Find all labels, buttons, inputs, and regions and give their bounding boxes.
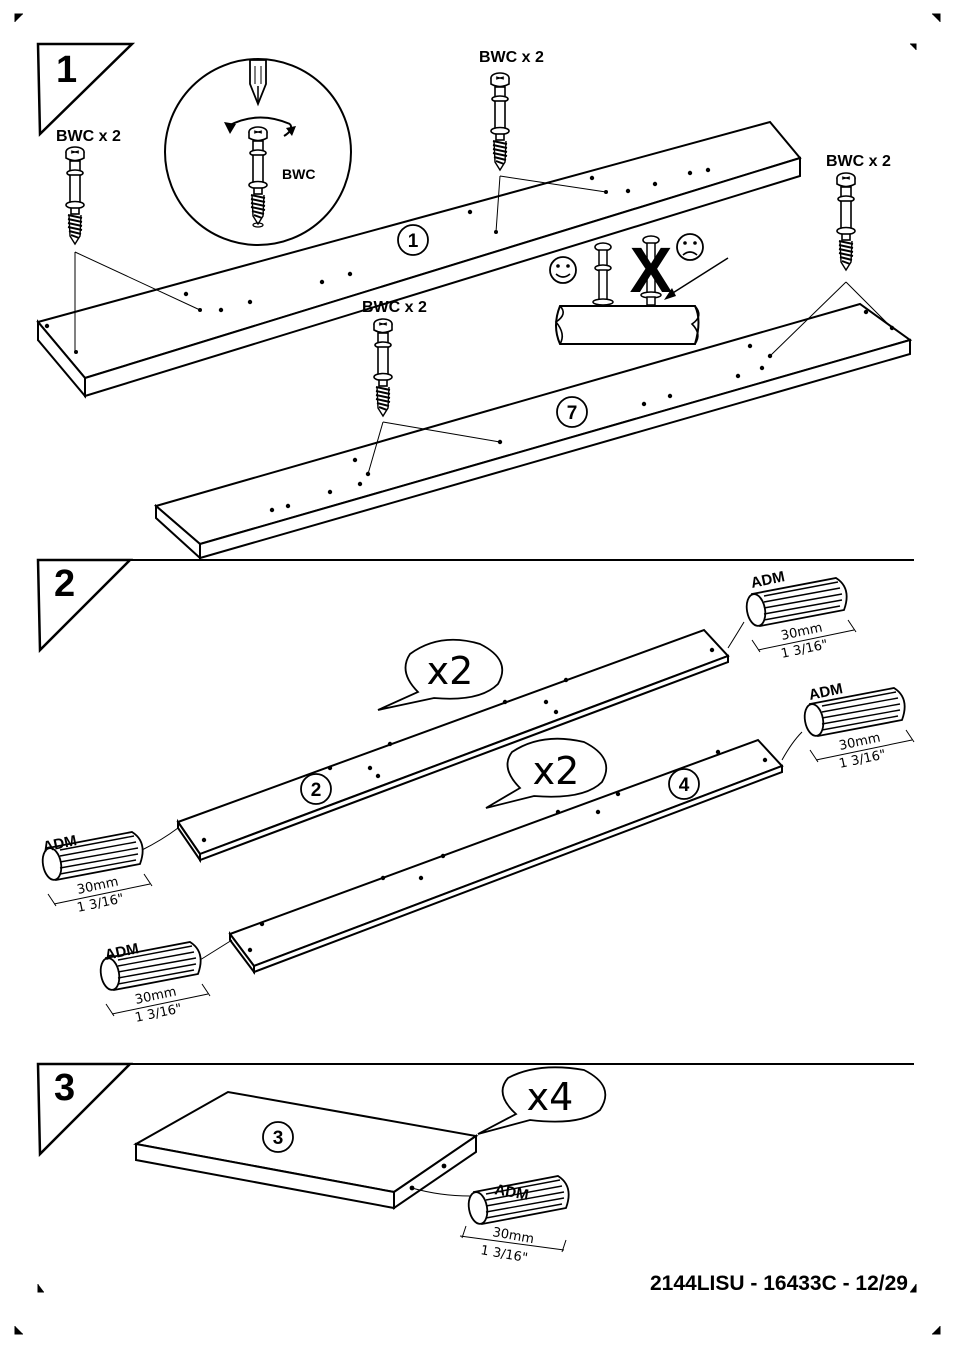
step-1-badge: 1 (36, 42, 136, 137)
bwc-screw-middle (367, 318, 501, 475)
bwc-label-middle: BWC x 2 (362, 299, 427, 316)
panel-1-tag: 1 (397, 224, 429, 256)
adm-dowel-top-right: ADM 30mm 1 3/16" (727, 568, 857, 662)
callout-x2-bottom: x2 (485, 737, 608, 809)
svg-text:1 3/16": 1 3/16" (479, 1243, 528, 1266)
panel-2-holes (201, 647, 715, 843)
callout-x2-top-text: x2 (427, 649, 474, 693)
adm-dowel-left-upper: ADM 30mm 1 3/16" (39, 827, 179, 916)
bwc-screw-left (65, 146, 201, 352)
step-2-number: 2 (54, 563, 75, 605)
panel-7-board (153, 302, 913, 561)
step-3-badge: 3 (36, 1062, 134, 1157)
step-3-number: 3 (54, 1067, 75, 1109)
panel-2-tag: 2 (300, 773, 332, 805)
panel-3-number: 3 (273, 1128, 284, 1149)
screwdriver-detail (164, 58, 352, 246)
bwc-detail-label: BWC (282, 166, 315, 182)
callout-x4: x4 (477, 1066, 607, 1135)
panel-3-board (133, 1090, 479, 1210)
svg-text:30mm: 30mm (491, 1225, 535, 1247)
adm-dowel-mid-right: ADM 30mm 1 3/16" (781, 680, 915, 772)
panel-4-holes (247, 749, 768, 953)
panel-7-tag: 7 (556, 396, 588, 428)
svg-text:ADM: ADM (807, 680, 844, 704)
svg-text:ADM: ADM (103, 940, 140, 964)
panel-2-number: 2 (311, 780, 322, 801)
adm-dowel-left-lower: ADM 30mm 1 3/16" (97, 939, 233, 1026)
sad-face-icon (676, 233, 704, 261)
svg-text:ADM: ADM (41, 832, 78, 856)
smiley-icon (549, 256, 577, 284)
insertion-comparison: X (549, 233, 729, 345)
callout-x4-text: x4 (527, 1075, 574, 1119)
step-2-badge: 2 (36, 558, 134, 653)
adm-dowel-step-3: ADM 30mm 1 3/16" (411, 1175, 570, 1266)
bwc-screw-right (769, 172, 893, 357)
bwc-label-left: BWC x 2 (56, 128, 121, 145)
crop-marks (14, 13, 941, 1335)
svg-text:ADM: ADM (749, 568, 786, 592)
callout-x2-bottom-text: x2 (533, 749, 580, 793)
step-1-number: 1 (56, 49, 77, 91)
bwc-screw-top (490, 72, 607, 233)
bwc-label-right: BWC x 2 (826, 153, 891, 170)
panel-4-board (228, 738, 784, 975)
panel-3-tag: 3 (262, 1121, 294, 1153)
incorrect-mark: X (630, 234, 673, 306)
bwc-label-top: BWC x 2 (479, 49, 544, 66)
panel-4-number: 4 (679, 775, 690, 796)
footer-document-code: 2144LISU - 16433C - 12/29 (650, 1272, 908, 1295)
panel-1-number: 1 (408, 231, 419, 252)
panel-7-number: 7 (567, 403, 578, 424)
callout-x2-top: x2 (377, 638, 504, 711)
svg-text:ADM: ADM (493, 1181, 530, 1204)
panel-4-tag: 4 (668, 768, 700, 800)
